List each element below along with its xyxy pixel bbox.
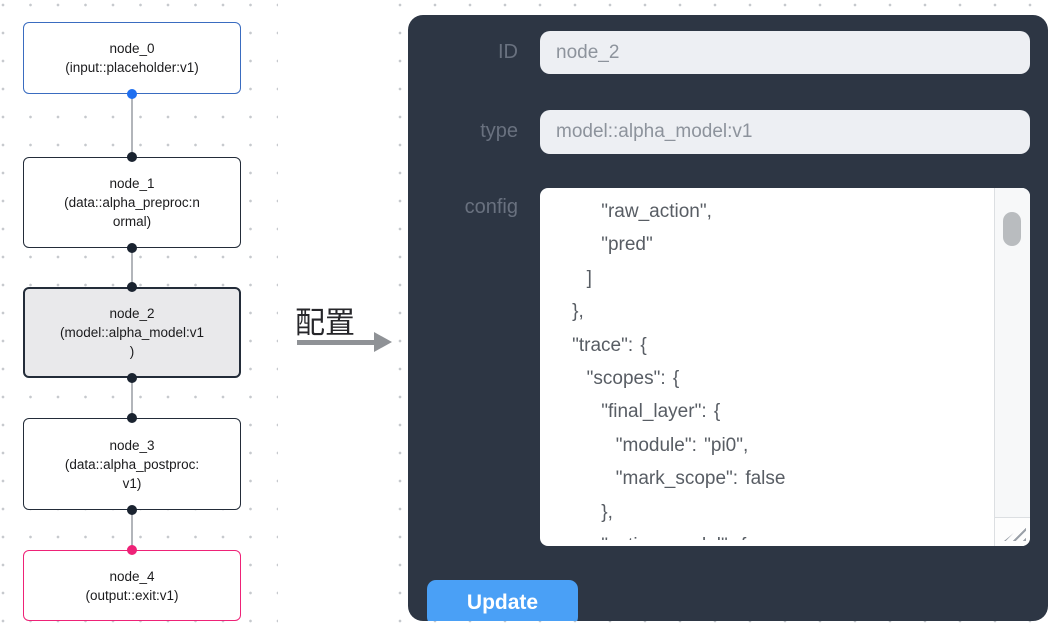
port-dot-node2-in[interactable] (127, 282, 137, 292)
port-dot-node2-out[interactable] (127, 373, 137, 383)
flow-node-1[interactable]: node_1 (data::alpha_preproc:n ormal) (23, 157, 241, 248)
update-button[interactable]: Update (427, 580, 578, 621)
node-title: node_2 (109, 306, 155, 321)
id-input[interactable] (540, 31, 1030, 74)
id-field-label: ID (498, 41, 518, 63)
flow-node-4[interactable]: node_4 (output::exit:v1) (23, 550, 241, 621)
flow-node-0[interactable]: node_0 (input::placeholder:v1) (23, 22, 241, 94)
port-dot-node0-out[interactable] (127, 89, 137, 99)
edge-node3-node4 (131, 510, 133, 550)
node-type: (data::alpha_postproc: v1) (64, 456, 200, 491)
node-title: node_3 (109, 437, 155, 453)
port-dot-node3-out[interactable] (127, 505, 137, 515)
textarea-resize-corner[interactable] (994, 517, 1030, 546)
edge-node1-node2 (131, 248, 133, 287)
port-dot-node1-in[interactable] (127, 152, 137, 162)
type-field-label: type (480, 120, 518, 142)
config-json-text: "raw_action", "pred" ] }, "trace": { "sc… (572, 201, 786, 540)
config-scrollbar-thumb[interactable] (1003, 212, 1021, 246)
transition-caption: 配置 (295, 307, 355, 340)
port-dot-node3-in[interactable] (127, 413, 137, 423)
port-dot-node4-in[interactable] (127, 545, 137, 555)
config-scrollbar-track[interactable] (994, 188, 1030, 518)
resize-grip-icon (1004, 523, 1026, 541)
port-dot-node1-out[interactable] (127, 243, 137, 253)
edge-node0-node1 (131, 94, 133, 157)
node-type: (model::alpha_model:v1 ) (59, 325, 205, 359)
right-arrow-icon (297, 340, 377, 345)
node-title: node_0 (109, 41, 155, 56)
type-input[interactable] (540, 110, 1030, 154)
config-textarea[interactable]: "raw_action", "pred" ] }, "trace": { "sc… (540, 188, 1030, 546)
flow-node-2-selected[interactable]: node_2 (model::alpha_model:v1 ) (23, 287, 241, 378)
node-title: node_1 (109, 176, 155, 191)
flow-node-3[interactable]: node_3 (data::alpha_postproc: v1) (23, 418, 241, 510)
node-type: (output::exit:v1) (85, 587, 179, 603)
node-type: (data::alpha_preproc:n ormal) (64, 195, 200, 229)
edge-node2-node3 (131, 378, 133, 418)
config-panel: ID type config "raw_action", "pred" ] },… (408, 15, 1048, 621)
node-title: node_4 (109, 568, 155, 584)
node-type: (input::placeholder:v1) (65, 60, 199, 75)
config-field-label: config (464, 196, 518, 218)
right-arrow-head-icon (374, 332, 392, 352)
